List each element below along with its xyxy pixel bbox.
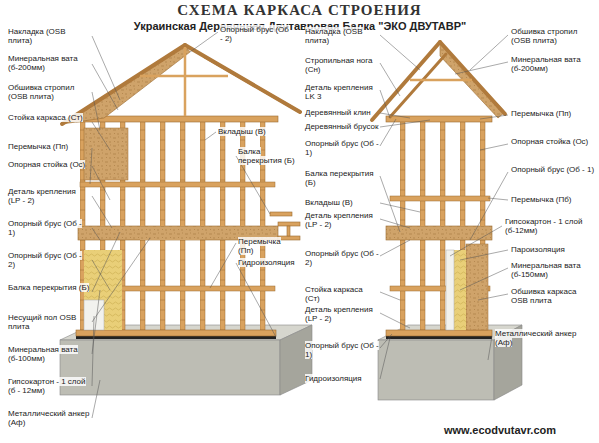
part-label: Опорный брус (Об - 1)	[511, 166, 595, 175]
label-text: Опорный брус (Об - 1)	[305, 341, 379, 359]
label-text: Гидроизоляция	[238, 258, 295, 267]
label-text: Гидроизоляция	[305, 374, 362, 383]
part-label: Гидроизоляция	[238, 259, 298, 268]
label-text: Несущий пол OSB плита	[8, 313, 76, 331]
label-text: Стойка каркаса (Ст)	[8, 113, 83, 122]
label-text: Деталь крепления (LP - 2)	[305, 211, 373, 229]
part-label: Опорный брус (Об - 1)	[305, 342, 379, 360]
label-text: Обшивка каркаса OSB плита	[511, 287, 576, 305]
part-label: Стойка каркаса (Ст)	[305, 286, 379, 304]
part-label: Деталь крепления LK 3	[305, 84, 379, 102]
part-label: Вкладыш (В)	[218, 128, 280, 137]
label-text: Деревянный клин	[305, 108, 371, 117]
label-text: Опорный брус (Об - 2)	[305, 249, 379, 267]
part-label: Балка перекрытия (Б)	[8, 284, 90, 293]
label-text: Перемычка (Пп)	[238, 237, 281, 255]
part-label: Опорная стойка (Ос)	[511, 138, 595, 147]
part-label: Балка перекрытия (Б)	[238, 148, 298, 166]
label-text: Балка перекрытия (Б)	[238, 147, 295, 165]
label-text: Стойка каркаса (Ст)	[305, 285, 363, 303]
label-text: Опорный брус (Об - 1)	[8, 219, 82, 237]
label-text: Обшивка стропил (OSB плита)	[511, 27, 577, 45]
label-text: Минеральная вата (б-100мм)	[8, 345, 78, 363]
part-label: Накладка (OSB плита)	[305, 28, 379, 46]
part-label: Деталь крепления (LP - 2)	[305, 306, 379, 324]
part-label: Металлический анкер (Аф)	[495, 330, 593, 348]
label-text: Балка перекрытия (Б)	[8, 283, 89, 292]
label-text: Опорная стойка (Ос)	[511, 137, 588, 146]
label-text: Опорная стойка (Ос)	[8, 160, 85, 169]
label-text: Вкладыш (В)	[305, 198, 353, 207]
part-label: Гидроизоляция	[305, 375, 379, 384]
part-label: Стойка каркаса (Ст)	[8, 114, 90, 123]
label-text: Опорный брус (Об - 2)	[220, 25, 289, 43]
part-label: Минеральная вата (б-200мм)	[511, 56, 595, 74]
part-label: Гипсокартон - 1 слой (б - 12мм)	[8, 378, 90, 396]
label-text: Опорный брус (Об - 1)	[305, 139, 379, 157]
part-label: Минеральная вата (б-100мм)	[8, 346, 90, 364]
part-label: Стропильная нога (Сн)	[305, 57, 379, 75]
part-label: Минеральная вата (б-200мм)	[8, 55, 90, 73]
label-text: Перемычка (Пп)	[511, 109, 571, 118]
label-text: Деревянный брусок	[305, 122, 378, 131]
label-text: Перемычка (Пб)	[511, 195, 572, 204]
part-label: Гипсокартон - 1 слой (б-12мм)	[505, 218, 595, 236]
label-text: Обшивка стропил (OSB плита)	[8, 83, 74, 101]
label-text: Балка перекрытия (Б)	[305, 169, 374, 187]
part-label: Металлический анкер (Аф)	[8, 410, 90, 428]
part-label: Опорная стойка (Ос)	[8, 161, 90, 170]
label-text: Деталь крепления (LP - 2)	[305, 305, 373, 323]
label-text: Пароизоляция	[511, 245, 565, 254]
watermark: www.ecodvutavr.com	[410, 424, 590, 436]
part-label: Вкладыш (В)	[305, 199, 379, 208]
part-label: Перемычка (Пп)	[511, 110, 595, 119]
part-label: Несущий пол OSB плита	[8, 314, 90, 332]
part-label: Опорный брус (Об - 1)	[305, 140, 379, 158]
part-label: Балка перекрытия (Б)	[305, 170, 379, 188]
part-label: Опорный брус (Об - 1)	[8, 220, 90, 238]
diagram-title: СХЕМА КАРКАСА СТРОЕНИЯ	[0, 2, 599, 19]
label-text: Перемычка (Пп)	[8, 142, 68, 151]
part-label: Деталь крепления (LP - 2)	[8, 188, 90, 206]
label-text: Гипсокартон - 1 слой (б - 12мм)	[8, 377, 86, 395]
label-text: Накладка (OSB плита)	[8, 27, 66, 45]
label-text: Минеральная вата (б-200мм)	[511, 55, 581, 73]
part-label: Опорный брус (Об - 2)	[305, 250, 379, 268]
label-text: Металлический анкер (Аф)	[8, 409, 89, 427]
part-label: Обшивка каркаса OSB плита	[511, 288, 595, 306]
part-label: Опорный брус (Об - 2)	[8, 252, 90, 270]
part-label: Пароизоляция	[511, 246, 595, 255]
part-label: Минеральная вата (б-150мм)	[511, 262, 595, 280]
label-text: Украинская Деревянная Двутавровая Балка …	[134, 20, 466, 32]
part-label: Перемычка (Пп)	[238, 238, 298, 256]
label-text: Минеральная вата (б-200мм)	[8, 54, 78, 72]
part-label: Деревянный брусок	[305, 123, 379, 132]
label-text: Стропильная нога (Сн)	[305, 56, 372, 74]
subtitle: Украинская Деревянная Двутавровая Балка …	[90, 20, 510, 32]
part-label: Обшивка стропил (OSB плита)	[8, 84, 90, 102]
label-text: Накладка (OSB плита)	[305, 27, 363, 45]
label-text: Минеральная вата (б-150мм)	[511, 261, 581, 279]
part-label: Обшивка стропил (OSB плита)	[511, 28, 595, 46]
label-text: Деталь крепления LK 3	[305, 83, 373, 101]
part-label: Перемычка (Пп)	[8, 143, 90, 152]
label-text: www.ecodvutavr.com	[444, 424, 556, 436]
part-label: Перемычка (Пб)	[511, 196, 595, 205]
part-label: Накладка (OSB плита)	[8, 28, 90, 46]
label-text: Металлический анкер (Аф)	[495, 329, 576, 347]
label-text: Деталь крепления (LP - 2)	[8, 187, 76, 205]
label-text: Опорный брус (Об - 1)	[511, 165, 594, 174]
label-text: Вкладыш (В)	[218, 127, 266, 136]
part-label: Опорный брус (Об - 2)	[220, 26, 292, 44]
label-text: Опорный брус (Об - 2)	[8, 251, 82, 269]
label-text: Гипсокартон - 1 слой (б-12мм)	[505, 217, 583, 235]
part-label: Деталь крепления (LP - 2)	[305, 212, 379, 230]
part-label: Деревянный клин	[305, 109, 379, 118]
